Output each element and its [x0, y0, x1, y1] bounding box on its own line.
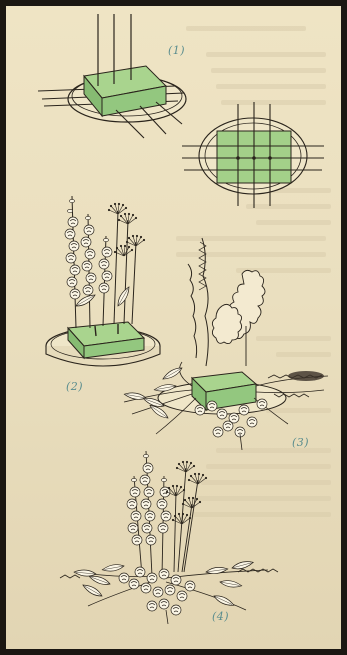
caption-figure-1: (1) [168, 44, 185, 57]
figure-1-perspective-dish [38, 14, 186, 138]
caption-figure-3: (3) [292, 436, 309, 449]
figure-2-arrangement [46, 196, 160, 366]
flower-arranging-illustration [6, 6, 341, 649]
caption-figure-2: (2) [66, 380, 83, 393]
figure-1-top-view [182, 102, 324, 208]
figure-4-arrangement [60, 451, 278, 624]
book-page: (1) (2) (3) (4) [6, 6, 341, 649]
caption-figure-4: (4) [212, 610, 229, 623]
